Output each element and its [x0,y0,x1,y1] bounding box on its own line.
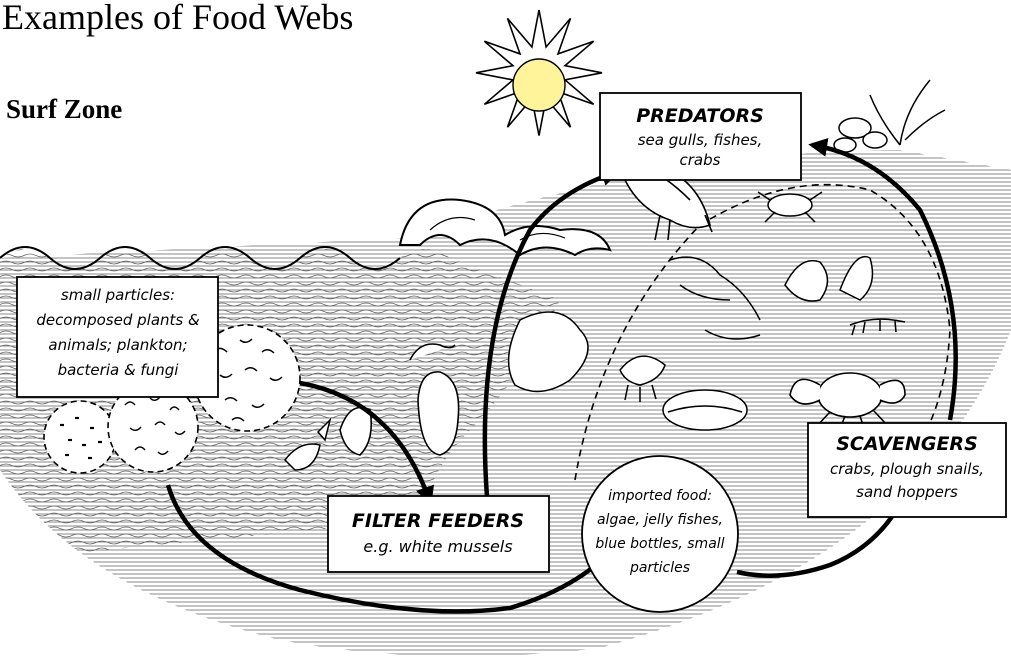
small-particles-box: small particles: decomposed plants & ani… [17,277,218,397]
bluebottle-icon [663,390,747,430]
filter-feeders-box: FILTER FEEDERS e.g. white mussels [328,496,549,572]
sun-icon [476,10,602,136]
scavengers-title: SCAVENGERS [836,433,978,455]
filter-feeders-title: FILTER FEEDERS [352,510,524,532]
particles-line-2: decomposed plants & [36,311,200,329]
scavengers-line-2: sand hoppers [856,483,958,501]
scavengers-line-1: crabs, plough snails, [830,460,984,478]
imported-food-line-4: particles [629,560,690,576]
predators-box: PREDATORS sea gulls, fishes, crabs [600,93,801,180]
shore-plant-icon [834,80,945,152]
particle-circle-1 [44,401,116,473]
predators-title: PREDATORS [636,105,764,127]
particles-line-4: bacteria & fungi [58,361,180,379]
imported-food-circle: imported food: algae, jelly fishes, blue… [582,456,738,612]
imported-food-line-1: imported food: [608,488,712,504]
particles-line-1: small particles: [61,286,175,304]
filter-feeders-line-1: e.g. white mussels [363,537,512,556]
particles-line-3: animals; plankton; [48,336,187,354]
predators-line-1: sea gulls, fishes, [638,131,763,149]
scavengers-box: SCAVENGERS crabs, plough snails, sand ho… [808,423,1006,517]
imported-food-line-2: algae, jelly fishes, [597,512,723,528]
imported-food-line-3: blue bottles, small [595,536,724,552]
predators-line-2: crabs [680,151,721,169]
